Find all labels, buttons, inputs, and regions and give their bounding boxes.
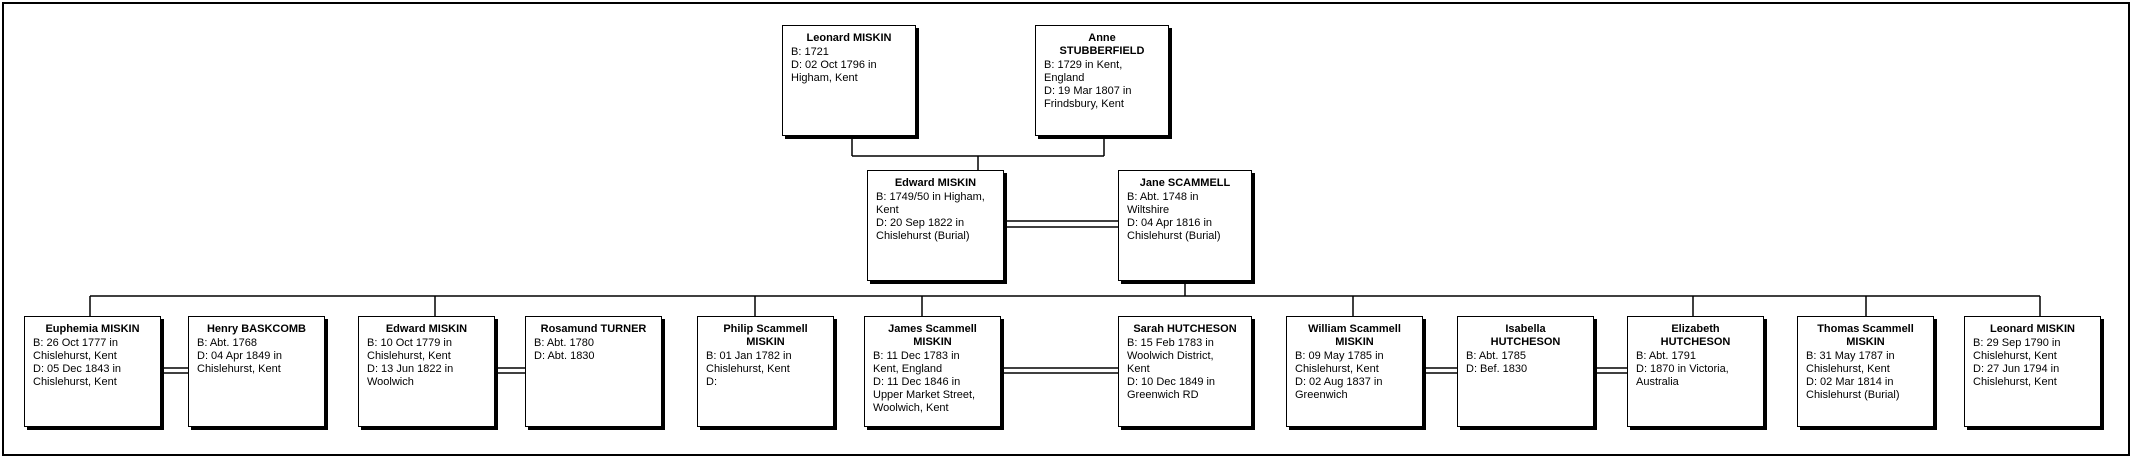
death-info: D: 05 Dec 1843 in Chislehurst, Kent [33, 363, 122, 388]
person-name: Anne STUBBERFIELD [1059, 32, 1145, 57]
birth-info: B: Abt. 1768 [197, 337, 257, 349]
death-info: D: 1870 in Victoria, Australia [1636, 363, 1729, 388]
death-info: D: Abt. 1830 [534, 350, 595, 362]
person-box-william-scammell-miskin[interactable]: William Scammell MISKIN B: 09 May 1785 i… [1286, 316, 1423, 427]
marriage-line-isabella-elizabeth [1593, 367, 1627, 374]
person-box-jane-scammell[interactable]: Jane SCAMMELL B: Abt. 1748 in Wiltshire … [1118, 170, 1252, 281]
person-box-isabella-hutcheson[interactable]: Isabella HUTCHESON B: Abt. 1785 D: Bef. … [1457, 316, 1594, 427]
person-name: Edward MISKIN [894, 177, 977, 189]
person-name: Jane SCAMMELL [1139, 177, 1231, 189]
death-info: D: 19 Mar 1807 in Frindsbury, Kent [1044, 85, 1132, 110]
death-info: D: 04 Apr 1816 in Chislehurst (Burial) [1127, 217, 1221, 242]
death-info: D: 27 Jun 1794 in Chislehurst, Kent [1973, 363, 2060, 388]
person-box-euphemia-miskin[interactable]: Euphemia MISKIN B: 26 Oct 1777 in Chisle… [24, 316, 161, 427]
birth-info: B: 31 May 1787 in Chislehurst, Kent [1806, 350, 1895, 375]
birth-info: B: 10 Oct 1779 in Chislehurst, Kent [367, 337, 452, 362]
person-name: Leonard MISKIN [806, 32, 892, 44]
person-name: Philip Scammell MISKIN [723, 323, 808, 348]
person-box-sarah-hutcheson[interactable]: Sarah HUTCHESON B: 15 Feb 1783 in Woolwi… [1118, 316, 1252, 427]
person-box-anne-stubberfield[interactable]: Anne STUBBERFIELD B: 1729 in Kent, Engla… [1035, 25, 1169, 136]
death-info: D: 04 Apr 1849 in Chislehurst, Kent [197, 350, 283, 375]
birth-info: B: 11 Dec 1783 in Kent, England [873, 350, 960, 375]
death-info: D: 02 Oct 1796 in Higham, Kent [791, 59, 877, 84]
birth-info: B: Abt. 1791 [1636, 350, 1696, 362]
person-name: Leonard MISKIN [1990, 323, 2075, 335]
person-box-leonard-miskin-1721[interactable]: Leonard MISKIN B: 1721 D: 02 Oct 1796 in… [782, 25, 916, 136]
person-name: Thomas Scammell MISKIN [1817, 323, 1914, 348]
person-name: Edward MISKIN [385, 323, 468, 335]
death-info: D: [706, 376, 717, 388]
birth-info: B: Abt. 1780 [534, 337, 594, 349]
person-box-edward-miskin[interactable]: Edward MISKIN B: 1749/50 in Higham, Kent… [867, 170, 1004, 281]
person-name: James Scammell MISKIN [888, 323, 977, 348]
person-name: Euphemia MISKIN [45, 323, 140, 335]
person-box-henry-baskcomb[interactable]: Henry BASKCOMB B: Abt. 1768 D: 04 Apr 18… [188, 316, 325, 427]
birth-info: B: 1721 [791, 46, 829, 58]
birth-info: B: Abt. 1785 [1466, 350, 1526, 362]
birth-info: B: Abt. 1748 in Wiltshire [1127, 191, 1199, 216]
person-box-philip-scammell-miskin[interactable]: Philip Scammell MISKIN B: 01 Jan 1782 in… [697, 316, 834, 427]
death-info: D: 10 Dec 1849 in Greenwich RD [1127, 376, 1216, 401]
birth-info: B: 1749/50 in Higham, Kent [876, 191, 985, 216]
death-info: D: Bef. 1830 [1466, 363, 1528, 375]
person-name: William Scammell MISKIN [1308, 323, 1401, 348]
person-name: Rosamund TURNER [540, 323, 647, 335]
person-name: Sarah HUTCHESON [1133, 323, 1237, 335]
birth-info: B: 29 Sep 1790 in Chislehurst, Kent [1973, 337, 2061, 362]
marriage-line-edward-jane [1005, 220, 1118, 228]
marriage-line-euphemia-henry [161, 367, 188, 374]
marriage-line-edward-rosamund [495, 367, 525, 374]
birth-info: B: 01 Jan 1782 in Chislehurst, Kent [706, 350, 792, 375]
person-box-rosamund-turner[interactable]: Rosamund TURNER B: Abt. 1780 D: Abt. 183… [525, 316, 662, 427]
death-info: D: 13 Jun 1822 in Woolwich [367, 363, 454, 388]
person-name: Elizabeth HUTCHESON [1660, 323, 1731, 348]
death-info: D: 02 Mar 1814 in Chislehurst (Burial) [1806, 376, 1900, 401]
person-box-elizabeth-hutcheson[interactable]: Elizabeth HUTCHESON B: Abt. 1791 D: 1870… [1627, 316, 1764, 427]
person-box-leonard-miskin-1790[interactable]: Leonard MISKIN B: 29 Sep 1790 in Chisleh… [1964, 316, 2101, 427]
person-name: Isabella HUTCHESON [1490, 323, 1561, 348]
person-name: Henry BASKCOMB [206, 323, 306, 335]
death-info: D: 11 Dec 1846 in Upper Market Street, W… [873, 376, 976, 414]
person-box-edward-miskin-jr[interactable]: Edward MISKIN B: 10 Oct 1779 in Chislehu… [358, 316, 495, 427]
person-box-thomas-scammell-miskin[interactable]: Thomas Scammell MISKIN B: 31 May 1787 in… [1797, 316, 1934, 427]
birth-info: B: 1729 in Kent, England [1044, 59, 1123, 84]
child-drops [89, 296, 2041, 316]
birth-info: B: 26 Oct 1777 in Chislehurst, Kent [33, 337, 118, 362]
birth-info: B: 15 Feb 1783 in Woolwich District, Ken… [1127, 337, 1214, 375]
birth-info: B: 09 May 1785 in Chislehurst, Kent [1295, 350, 1384, 375]
death-info: D: 02 Aug 1837 in Greenwich [1295, 376, 1383, 401]
marriage-line-james-sarah [1002, 367, 1118, 374]
marriage-line-william-isabella [1423, 367, 1457, 374]
person-box-james-scammell-miskin[interactable]: James Scammell MISKIN B: 11 Dec 1783 in … [864, 316, 1001, 427]
parent-link-top [851, 136, 1105, 170]
death-info: D: 20 Sep 1822 in Chislehurst (Burial) [876, 217, 970, 242]
